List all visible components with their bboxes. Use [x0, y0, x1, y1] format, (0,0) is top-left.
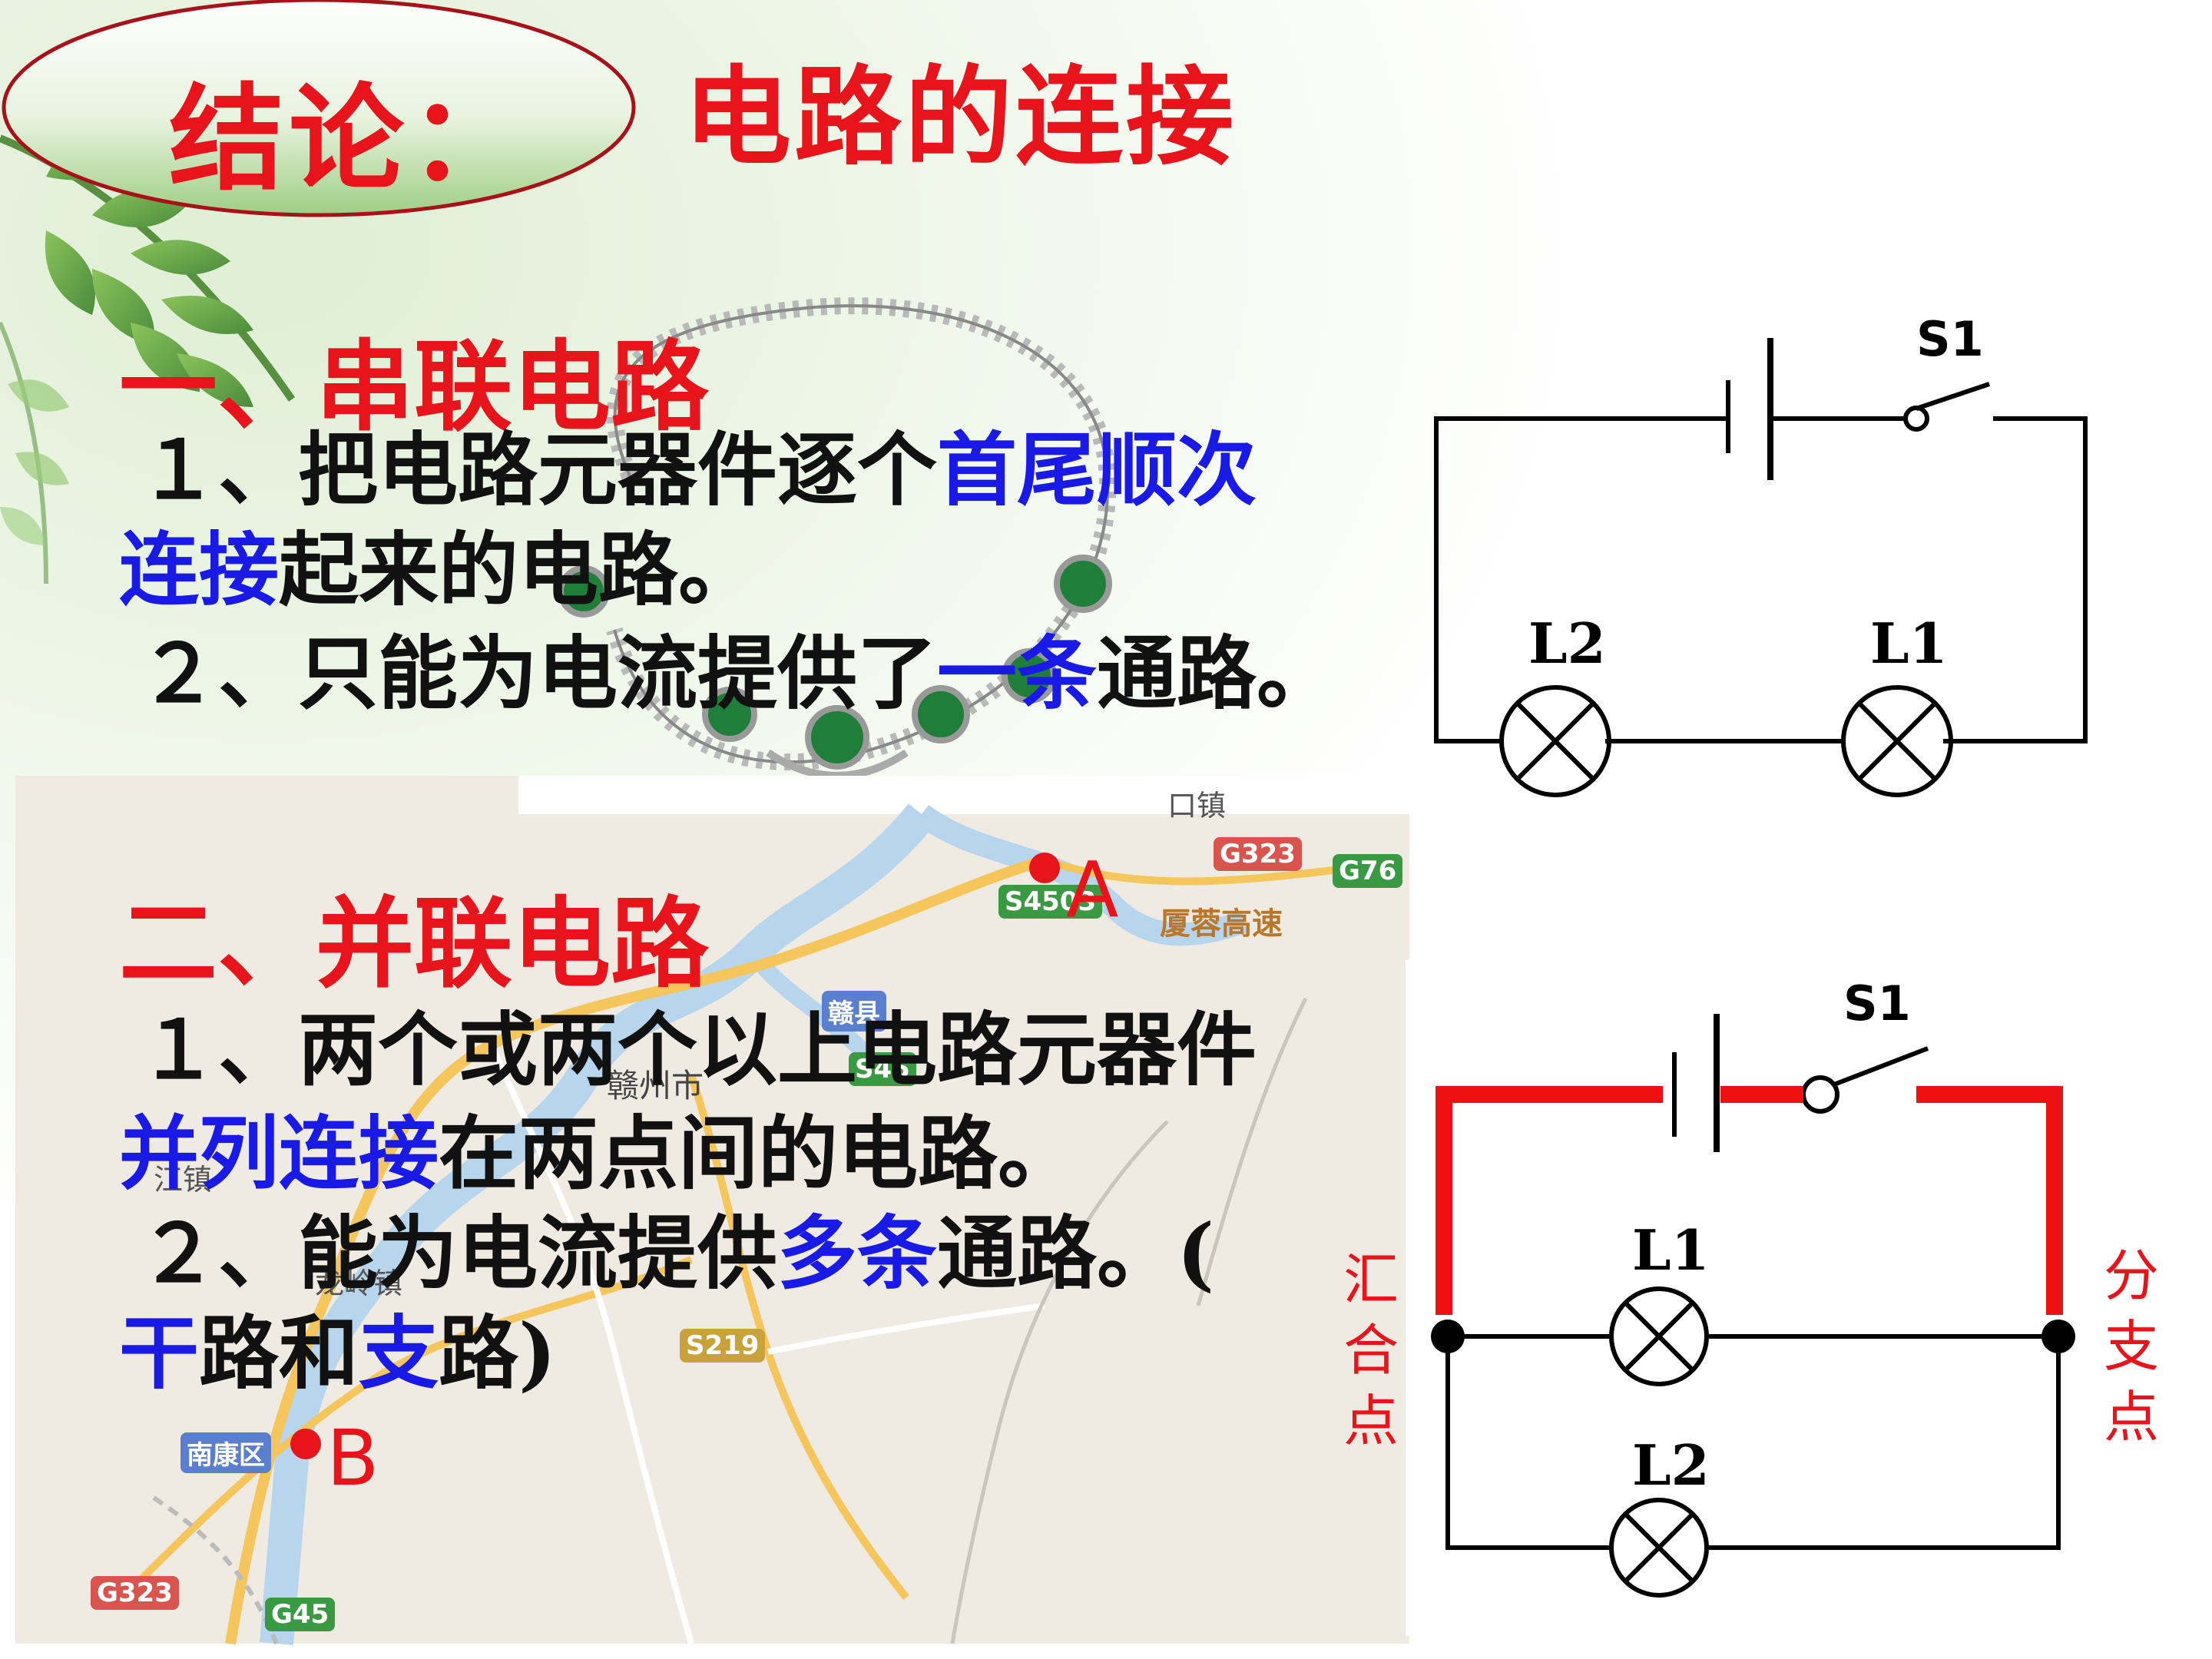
junction-label-merge: 汇 合 点 [1343, 1247, 1399, 1453]
map-label-g76: G76 [1333, 854, 1403, 888]
map-label-kouzhen: 口镇 [1167, 789, 1227, 823]
parallel-switch-label: S1 [1843, 975, 1911, 1031]
series-lamp-l2-label: L2 [1528, 611, 1606, 676]
necklace-decoration [558, 297, 1117, 780]
parallel-lamp-l2-label: L2 [1632, 1432, 1710, 1498]
series-lamp-l1-label: L1 [1870, 611, 1948, 676]
lamp-l2-symbol [1609, 1498, 1709, 1598]
series-line-1: １、把电路元器件逐个首尾顺次 [138, 422, 1257, 517]
series-line-2: 连接起来的电路。 [119, 522, 759, 617]
conclusion-label: 结论： [169, 71, 529, 207]
parallel-line-2: 并列连接在两点间的电路。 [119, 1106, 1078, 1200]
map-label-ganzhou: 赣州市 [607, 1067, 704, 1104]
title-oval [2, 0, 636, 217]
junction-label-branch: 分 支 点 [2103, 1243, 2159, 1449]
parallel-lamp-l1-label: L1 [1632, 1217, 1710, 1283]
parallel-heading: 二、并联电路 [119, 886, 710, 1002]
main-path-highlight [1435, 1086, 2063, 1315]
map-point-a-marker [1029, 853, 1060, 883]
map-label-longling: 龙岭镇 [315, 1267, 403, 1300]
parallel-line-3: ２、能为电流提供多条通路。( [138, 1206, 1215, 1300]
map-label-s219: S219 [680, 1329, 766, 1363]
series-line-3: ２、只能为电流提供了一条通路。 [138, 626, 1337, 720]
map-label-g323-bottom: G323 [91, 1576, 179, 1610]
map-label-nankang: 南康区 [180, 1432, 271, 1473]
map-label-s4503: S4503 [998, 885, 1103, 919]
lamp-l1-symbol [1609, 1286, 1709, 1386]
map-point-b-label: B [326, 1413, 379, 1503]
lamp-l2-symbol [1499, 685, 1611, 797]
parallel-line-4: 干路和支路) [119, 1306, 557, 1400]
lamp-l1-symbol [1841, 685, 1953, 797]
map-point-a-label: A [1066, 845, 1119, 935]
map-label-ganxian: 赣县 [822, 991, 886, 1031]
parallel-circuit-diagram [1406, 960, 2174, 1636]
parallel-line-1: １、两个或两个以上电路元器件 [138, 1002, 1257, 1097]
map-label-g45: G45 [265, 1598, 336, 1631]
junction-right-dot [2041, 1320, 2075, 1353]
junction-left-dot [1431, 1320, 1465, 1353]
series-heading: 一、串联电路 [119, 329, 710, 445]
map-label-jiang: 江镇 [154, 1163, 213, 1197]
series-circuit-diagram [1434, 338, 2088, 797]
series-switch-label: S1 [1916, 311, 1984, 367]
page-title: 电路的连接 [684, 55, 1237, 180]
switch-lever [1916, 382, 1990, 411]
map-label-g323-top: G323 [1214, 837, 1302, 871]
map-label-s45: S45 [849, 1052, 916, 1086]
map-point-b-marker [290, 1429, 321, 1459]
switch-lever [1833, 1046, 1929, 1087]
map-image [15, 776, 1409, 1645]
map-label-xiarong: 厦蓉高速 [1160, 906, 1283, 942]
